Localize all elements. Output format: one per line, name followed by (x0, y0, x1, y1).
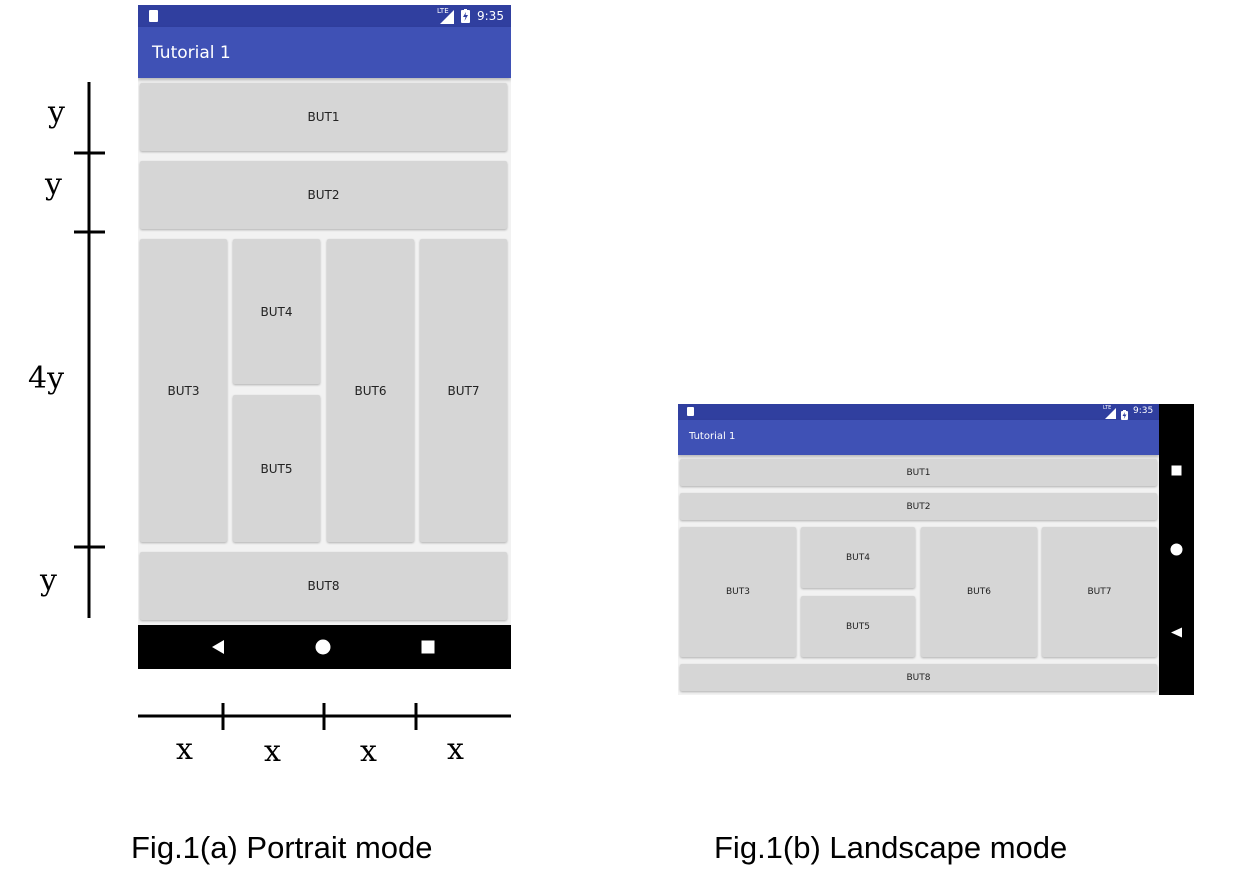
lte-signal-icon (1104, 406, 1116, 419)
network-label: LTE (437, 7, 449, 15)
but7-button[interactable]: BUT7 (1042, 527, 1157, 657)
but8-button[interactable]: BUT8 (140, 552, 507, 620)
battery-charging-icon (461, 9, 470, 23)
but8-button[interactable]: BUT8 (680, 664, 1157, 691)
but1-button[interactable]: BUT1 (140, 83, 507, 151)
navigation-bar (1159, 404, 1194, 695)
vertical-dimension-line (74, 82, 105, 618)
sd-card-icon (687, 407, 694, 416)
recents-icon[interactable] (1171, 463, 1182, 481)
but3-button[interactable]: BUT3 (140, 239, 227, 542)
back-icon[interactable] (1170, 625, 1183, 643)
but6-button[interactable]: BUT6 (327, 239, 414, 542)
but1-button[interactable]: BUT1 (680, 459, 1157, 486)
sd-card-icon (149, 10, 158, 22)
dim-label-x3: x (360, 734, 377, 769)
status-bar: LTE 9:35 (138, 5, 511, 27)
status-time: 9:35 (477, 9, 504, 23)
but2-button[interactable]: BUT2 (680, 493, 1157, 520)
but2-button[interactable]: BUT2 (140, 161, 507, 229)
lte-signal-icon (438, 8, 454, 24)
but5-button[interactable]: BUT5 (801, 596, 915, 657)
dim-label-x2: x (264, 734, 281, 769)
but4-button[interactable]: BUT4 (801, 527, 915, 588)
status-bar: LTE 9:35 (678, 404, 1159, 420)
status-time: 9:35 (1133, 406, 1154, 416)
app-bar: Tutorial 1 (678, 420, 1159, 455)
app-title: Tutorial 1 (689, 431, 736, 442)
portrait-phone: LTE 9:35 Tutorial 1 BUT1 BUT2 BUT3 BUT4 … (138, 5, 511, 669)
home-icon[interactable] (315, 639, 331, 660)
network-label: LTE (1103, 405, 1112, 411)
but6-button[interactable]: BUT6 (921, 527, 1037, 657)
battery-charging-icon (1121, 407, 1128, 420)
horizontal-dimension-line (138, 703, 511, 730)
landscape-phone: LTE 9:35 Tutorial 1 BUT1 BUT2 BUT3 BUT4 … (678, 404, 1159, 695)
back-icon[interactable] (211, 639, 225, 660)
but5-button[interactable]: BUT5 (233, 395, 320, 542)
landscape-caption: Fig.1(b) Landscape mode (714, 830, 1068, 865)
navigation-bar (138, 625, 511, 669)
but3-button[interactable]: BUT3 (680, 527, 796, 657)
dim-label-y2: y (45, 167, 62, 202)
dim-label-x1: x (176, 732, 193, 767)
home-icon[interactable] (1170, 543, 1183, 561)
dim-label-y3: y (40, 563, 57, 598)
app-bar: Tutorial 1 (138, 27, 511, 78)
recents-icon[interactable] (421, 640, 435, 659)
but4-button[interactable]: BUT4 (233, 239, 320, 384)
app-title: Tutorial 1 (152, 43, 231, 63)
but7-button[interactable]: BUT7 (420, 239, 507, 542)
dim-label-y1: y (48, 95, 65, 130)
dim-label-x4: x (447, 732, 464, 767)
dim-label-4y: 4y (28, 361, 65, 396)
portrait-caption: Fig.1(a) Portrait mode (131, 830, 433, 865)
